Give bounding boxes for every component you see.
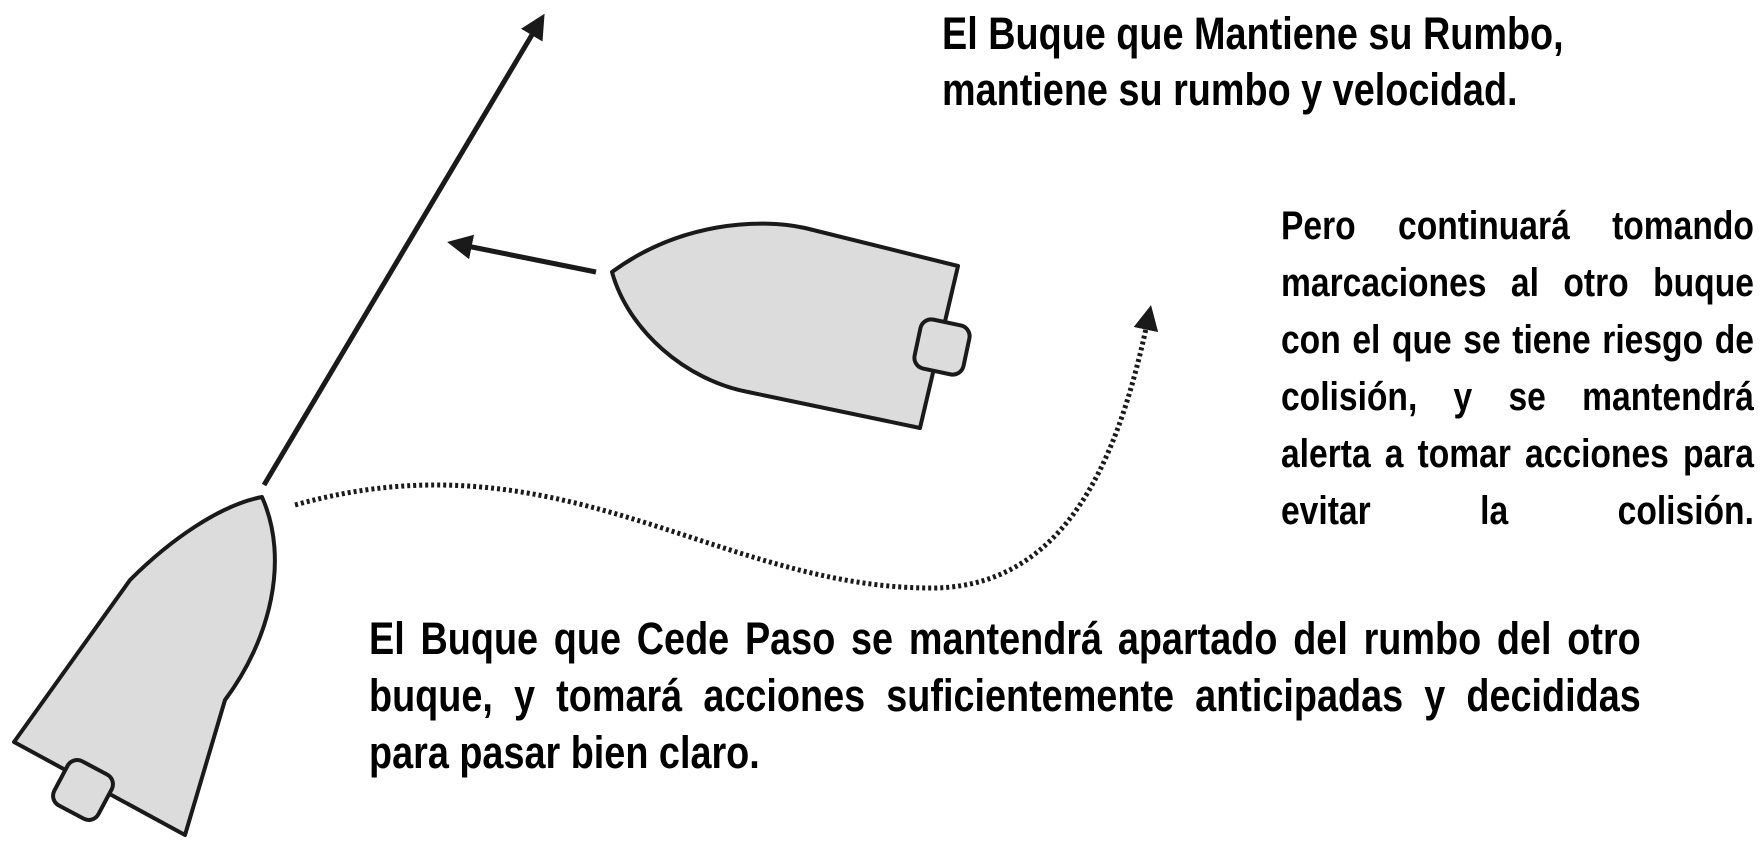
stand-on-heading-arrow: [447, 234, 597, 275]
keep-watch-caption: Pero continuará tomando marcaciones al o…: [1281, 204, 1754, 533]
give-way-vessel-outboard-motor: [51, 758, 115, 822]
stand-on-vessel: [610, 221, 960, 430]
give-way-vessel-caption: El Buque que Cede Paso se mantendrá apar…: [369, 613, 1641, 778]
stand-on-vessel-outboard-motor: [912, 317, 972, 377]
give-way-heading-arrow: [261, 13, 545, 487]
stand-on-vessel-caption: El Buque que Mantiene su Rumbo, mantiene…: [942, 6, 1564, 118]
give-way-vessel: [12, 495, 277, 837]
give-way-evasive-course: [294, 305, 1159, 591]
stand-on-caption-line-2: mantiene su rumbo y velocidad.: [942, 64, 1518, 115]
stand-on-caption-line-1: El Buque que Mantiene su Rumbo,: [942, 8, 1564, 59]
